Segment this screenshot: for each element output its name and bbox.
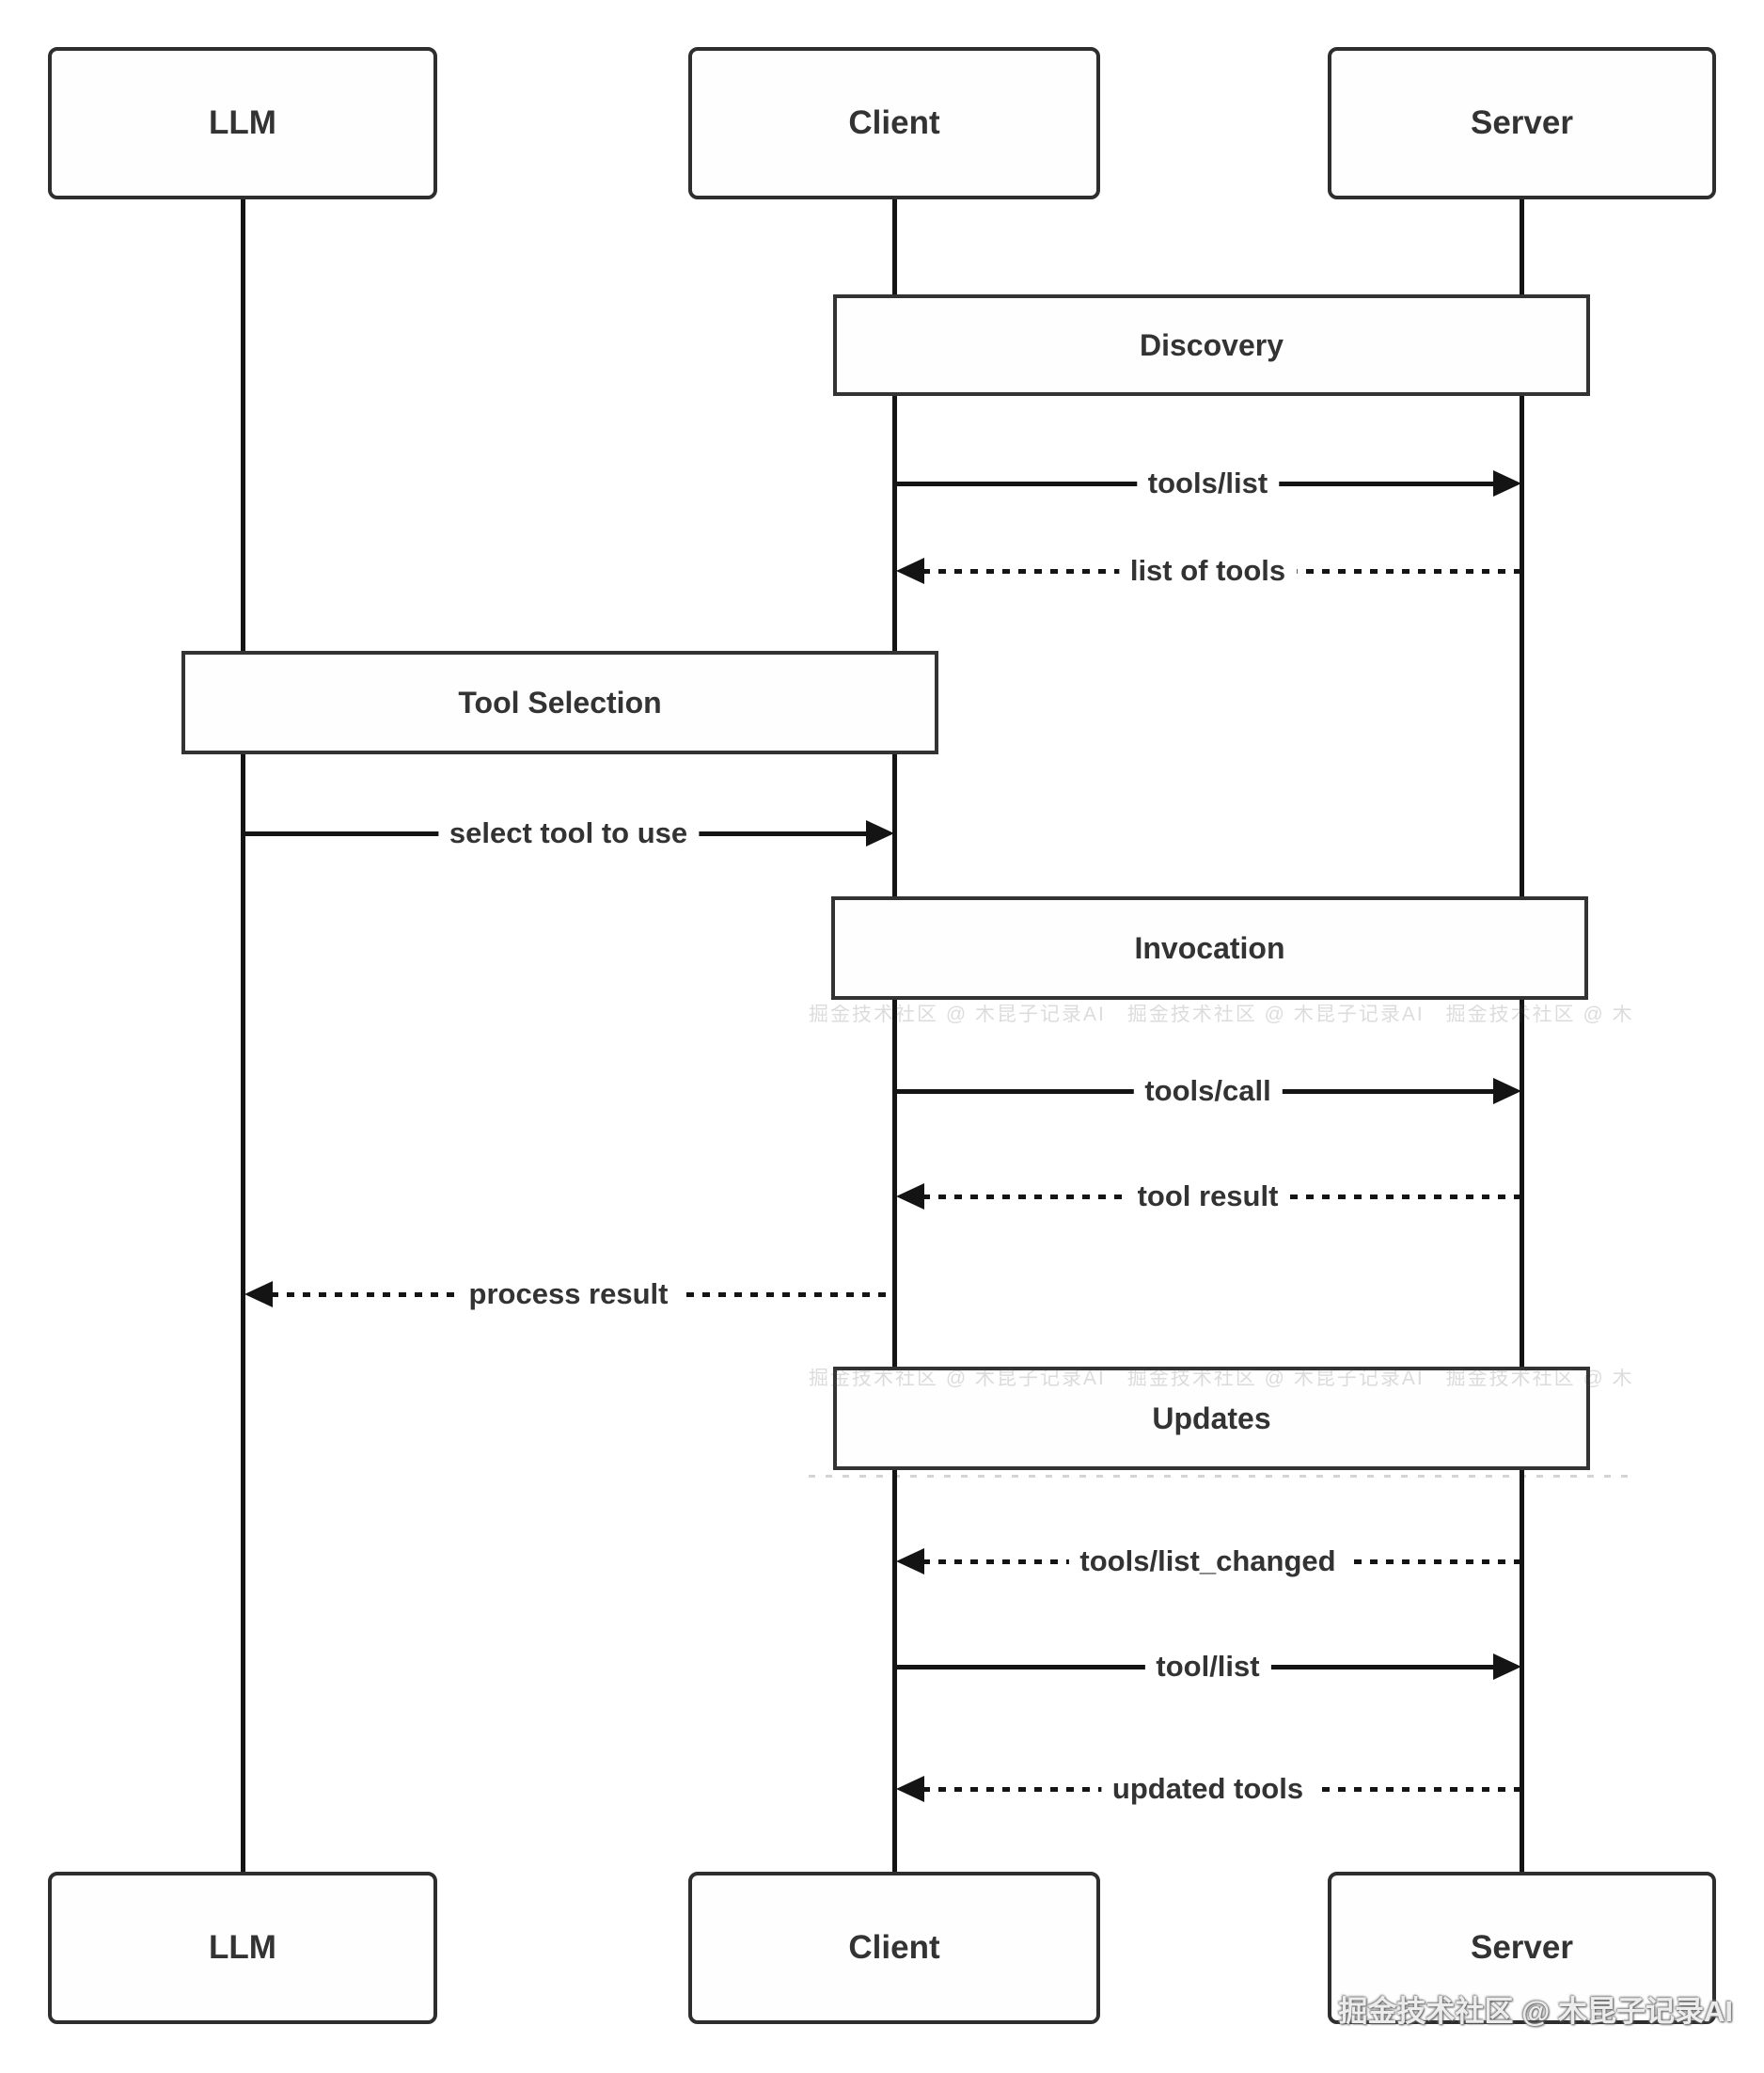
section-updates: Updates bbox=[833, 1367, 1590, 1470]
message-arrowhead-tool-list bbox=[1493, 1654, 1521, 1680]
actor-box-client-top: Client bbox=[688, 47, 1100, 199]
actor-label: Server bbox=[1471, 1929, 1573, 1966]
message-label-tools-call: tools/call bbox=[1133, 1074, 1283, 1108]
message-arrowhead-tools-list bbox=[1493, 470, 1521, 497]
actor-label: Server bbox=[1471, 104, 1573, 141]
ghost-watermark-band: 掘金技术社区 @ 木昆子记录AI 掘金技术社区 @ 木昆子记录AI 掘金技术社区… bbox=[809, 1005, 1636, 1025]
section-label: Tool Selection bbox=[458, 685, 662, 720]
actor-label: Client bbox=[848, 104, 940, 141]
section-label: Updates bbox=[1152, 1400, 1271, 1435]
ghost-watermark-band: 掘金技术社区 @ 木昆子记录AI 掘金技术社区 @ 木昆子记录AI 掘金技术社区… bbox=[809, 1369, 1636, 1389]
message-arrowhead-tool-result bbox=[896, 1183, 924, 1210]
message-label-tools-list-changed: tools/list_changed bbox=[1068, 1544, 1347, 1578]
actor-label: LLM bbox=[209, 104, 276, 141]
message-arrowhead-tools-list-changed bbox=[896, 1548, 924, 1575]
message-arrowhead-process-result bbox=[244, 1281, 273, 1307]
message-arrowhead-updated-tools bbox=[896, 1776, 924, 1802]
lifeline-llm bbox=[241, 199, 245, 1874]
message-arrowhead-select-tool-to-use bbox=[866, 820, 894, 847]
lifeline-server bbox=[1520, 199, 1524, 1874]
actor-box-llm-bottom: LLM bbox=[48, 1872, 437, 2024]
section-label: Invocation bbox=[1134, 930, 1285, 965]
message-label-updated-tools: updated tools bbox=[1100, 1772, 1315, 1806]
actor-box-llm-top: LLM bbox=[48, 47, 437, 199]
message-arrowhead-list-of-tools bbox=[896, 558, 924, 584]
lifeline-client bbox=[892, 199, 897, 1874]
section-invocation: Invocation bbox=[831, 896, 1588, 1000]
message-arrowhead-tools-call bbox=[1493, 1078, 1521, 1104]
section-label: Discovery bbox=[1140, 327, 1284, 362]
message-label-process-result: process result bbox=[457, 1277, 680, 1311]
message-label-tools-list: tools/list bbox=[1136, 467, 1280, 500]
actor-label: Client bbox=[848, 1929, 940, 1966]
section-discovery: Discovery bbox=[833, 294, 1590, 396]
section-tool-selection: Tool Selection bbox=[181, 651, 938, 754]
message-label-tool-result: tool result bbox=[1126, 1179, 1290, 1213]
corner-watermark: 掘金技术社区 @ 木昆子记录AI bbox=[1338, 1995, 1733, 2028]
actor-box-server-top: Server bbox=[1328, 47, 1716, 199]
message-label-tool-list: tool/list bbox=[1144, 1650, 1271, 1684]
ghost-dotted-line bbox=[809, 1475, 1636, 1478]
actor-box-server-bottom: Server bbox=[1328, 1872, 1716, 2024]
actor-box-client-bottom: Client bbox=[688, 1872, 1100, 2024]
actor-label: LLM bbox=[209, 1929, 276, 1966]
message-label-list-of-tools: list of tools bbox=[1118, 554, 1298, 588]
message-label-select-tool-to-use: select tool to use bbox=[437, 816, 700, 850]
